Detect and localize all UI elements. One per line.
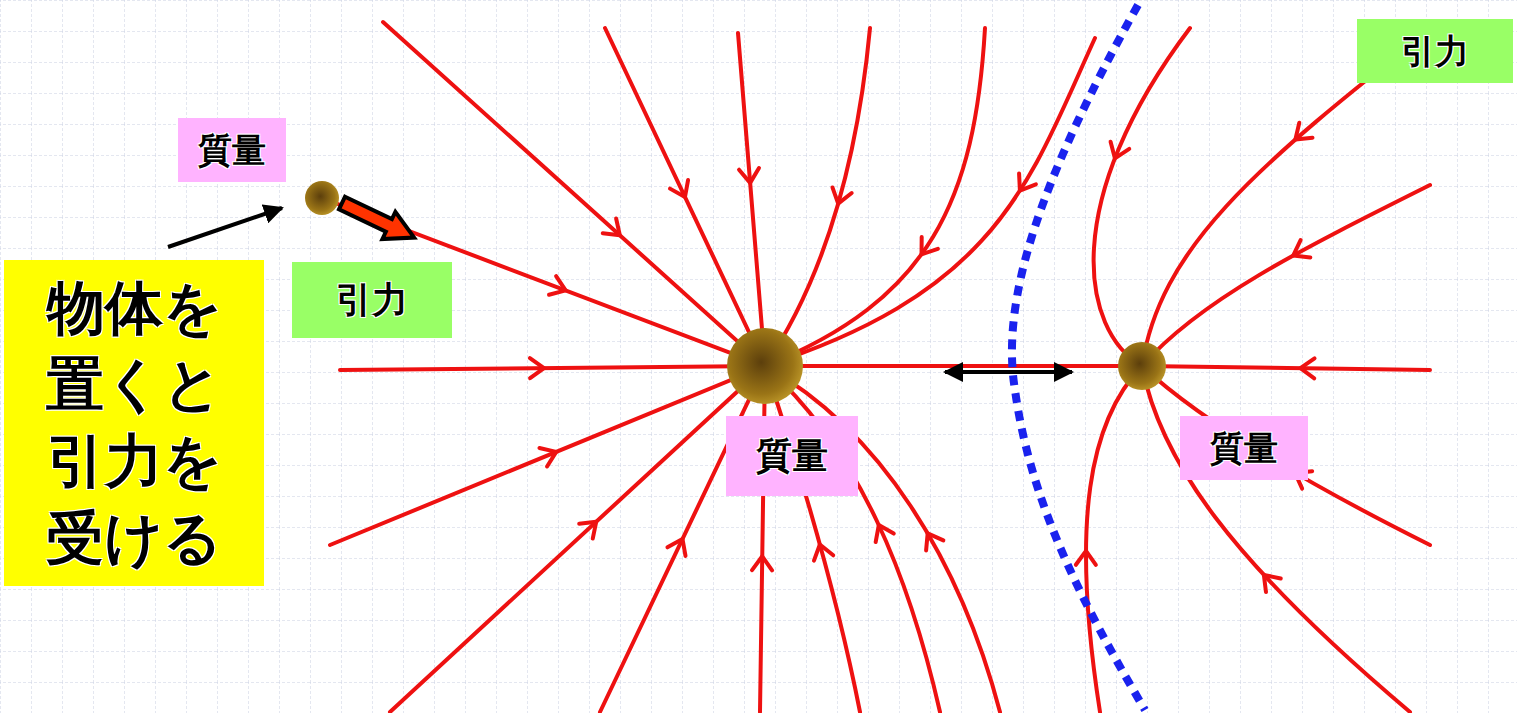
field-arrowhead (667, 535, 691, 556)
field-arrowhead (913, 237, 937, 260)
small-mass (1118, 342, 1166, 390)
field-line (1142, 185, 1430, 366)
field-line (765, 28, 985, 366)
force-arrow-shape (336, 189, 421, 251)
field-arrowhead (549, 276, 569, 300)
field-line (1094, 28, 1190, 366)
field-line (1142, 366, 1410, 712)
field-arrowhead (539, 443, 560, 467)
field-arrowheads (530, 123, 1315, 592)
force-label: 引力 (292, 262, 452, 337)
mass-label: 質量 (726, 416, 858, 495)
field-arrowhead (1289, 123, 1313, 147)
field-arrowhead (1076, 551, 1096, 565)
field-line (1086, 366, 1142, 712)
field-line (1142, 366, 1430, 545)
field-line (765, 28, 870, 366)
test-mass (305, 181, 339, 215)
label-text: 引力 (1401, 31, 1469, 72)
force-arrow (336, 189, 421, 251)
force-label: 引力 (1357, 19, 1513, 84)
field-arrowhead (1106, 142, 1130, 162)
field-arrowhead (1257, 568, 1281, 592)
field-arrowhead (870, 521, 894, 542)
large-mass (727, 328, 803, 404)
field-arrowhead (739, 168, 760, 184)
field-arrowhead (1288, 240, 1310, 264)
distance-arrow (945, 370, 1072, 374)
field-lines (322, 22, 1440, 712)
field-line (330, 366, 765, 545)
callout-box: 物体を 置くと 引力を 受ける (4, 260, 264, 586)
field-arrowhead (1011, 173, 1035, 196)
field-arrowhead (579, 514, 603, 538)
field-line (1142, 366, 1430, 370)
label-text: 質量 (1210, 428, 1278, 469)
field-arrowhead (829, 187, 852, 206)
field-arrowhead (752, 556, 772, 570)
mass-label: 質量 (178, 118, 286, 183)
field-line (738, 33, 765, 366)
leader-arrow (168, 208, 282, 247)
field-arrowhead (919, 528, 943, 550)
label-text: 質量 (756, 434, 828, 477)
field-arrowhead (810, 542, 833, 561)
field-line (390, 366, 765, 712)
field-arrowhead (530, 358, 544, 378)
label-text: 引力 (336, 278, 408, 321)
label-text: 質量 (198, 130, 266, 171)
field-arrowhead (1300, 358, 1314, 378)
field-arrowhead (603, 218, 627, 242)
label-text: 物体を 置くと 引力を 受ける (34, 270, 234, 576)
mass-label: 質量 (1180, 416, 1308, 481)
field-line (340, 366, 765, 370)
field-arrowhead (670, 180, 694, 201)
field-line (765, 364, 1142, 368)
